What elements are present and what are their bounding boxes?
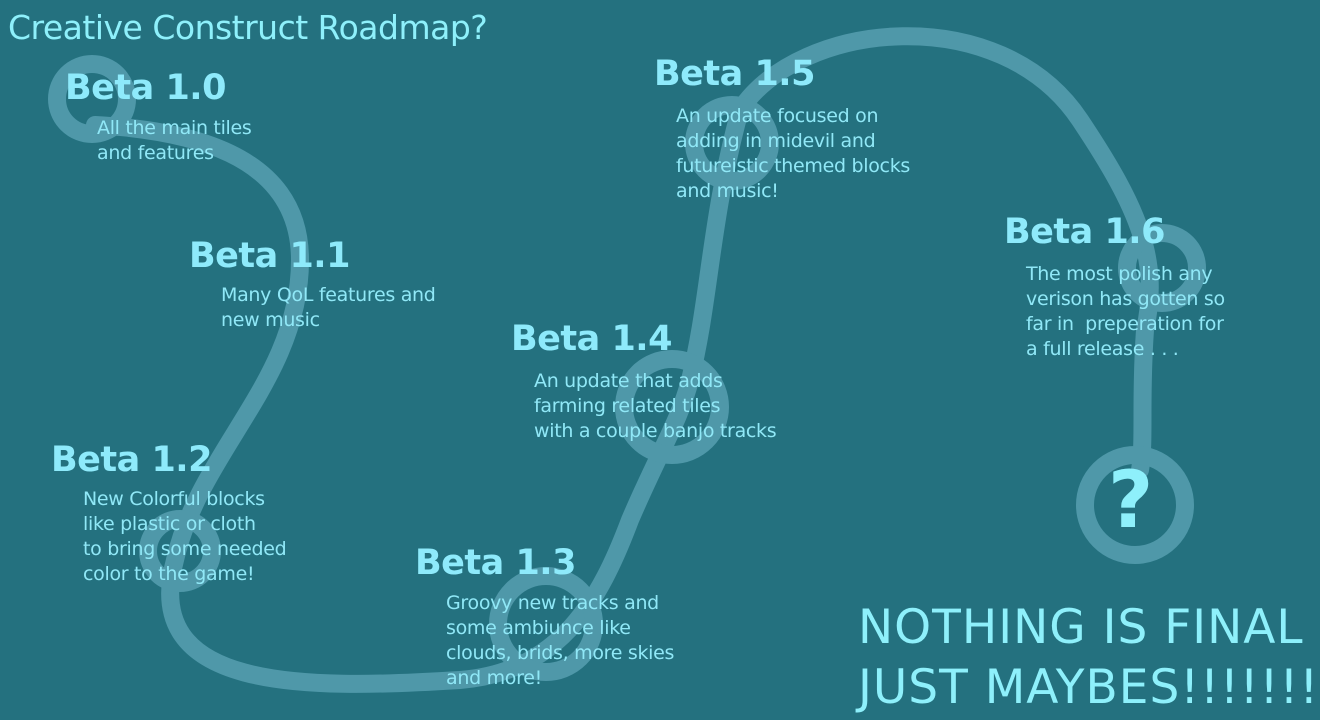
page-title: Creative Construct Roadmap? (8, 8, 488, 47)
milestone-marker-1-2 (139, 510, 221, 592)
disclaimer-line-1: NOTHING IS FINAL (858, 600, 1304, 655)
milestone-marker-1-6 (1118, 224, 1206, 312)
milestone-marker-1-5 (685, 96, 779, 190)
milestone-title: Beta 1.3 (415, 543, 576, 583)
milestone-title: Beta 1.6 (1004, 212, 1165, 252)
milestone-marker-1-0 (48, 55, 136, 143)
milestone-marker-1-3 (489, 567, 603, 681)
milestone-title: Beta 1.2 (51, 440, 212, 480)
mystery-marker (1076, 446, 1194, 564)
milestone-description: The most polish any verison has gotten s… (1026, 263, 1225, 360)
milestone-title: Beta 1.5 (654, 54, 815, 94)
milestone-description: Many QoL features and new music (221, 284, 436, 331)
milestone-marker-1-4 (615, 350, 729, 464)
milestone-description: Groovy new tracks and some ambiunce like… (446, 592, 675, 689)
milestone-description: New Colorful blocks like plastic or clot… (83, 488, 287, 585)
milestone-title: Beta 1.4 (511, 319, 672, 359)
disclaimer-line-2: JUST MAYBES!!!!!!!! (858, 660, 1320, 715)
milestone-description: All the main tiles and features (97, 117, 252, 164)
milestone-description: An update focused on adding in midevil a… (676, 105, 910, 202)
milestone-title: Beta 1.0 (65, 68, 226, 108)
question-mark-icon: ? (1108, 456, 1154, 546)
roadmap-path (86, 27, 1159, 693)
milestone-description: An update that adds farming related tile… (534, 370, 777, 442)
milestone-title: Beta 1.1 (189, 236, 350, 276)
